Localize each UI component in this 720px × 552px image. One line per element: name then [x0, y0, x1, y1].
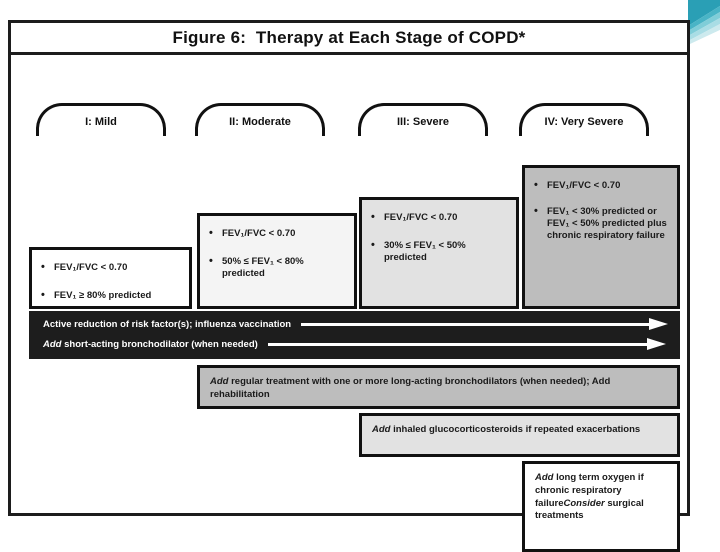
figure-frame: Figure 6: Therapy at Each Stage of COPD*… [8, 20, 690, 552]
therapy-rest: surgical treatments [535, 497, 644, 522]
criteria-item: FEV₁ ≥ 80% predicted [41, 289, 180, 303]
criteria-box-stage-3: FEV₁/FVC < 0.70 30% ≤ FEV₁ < 50% predict… [359, 197, 519, 309]
right-arrow-icon [267, 338, 670, 350]
ribbon-stripes-icon [688, 0, 720, 48]
therapy-box-stage-3: Add inhaled glucocorticosteroids if repe… [359, 413, 680, 457]
stage-tab-2-moderate: II: Moderate [195, 103, 325, 136]
therapy-box-stage-4: Add long term oxygen if chronic respirat… [522, 461, 680, 552]
therapy-box-text: Add long term oxygen if chronic respirat… [535, 472, 667, 523]
stage-tab-shape [36, 103, 166, 136]
therapy-band-row-risk-reduction: Active reduction of risk factor(s); infl… [43, 317, 670, 331]
criteria-item: FEV₁/FVC < 0.70 [371, 211, 507, 225]
right-arrow-icon [301, 318, 670, 330]
therapy-emphasis: Add [535, 472, 554, 483]
figure-body: I: Mild II: Moderate III: Severe IV: Ver… [11, 55, 687, 552]
stage-tab-shape [195, 103, 325, 136]
stage-tab-3-severe: III: Severe [358, 103, 488, 136]
criteria-item: FEV₁/FVC < 0.70 [209, 227, 345, 241]
therapy-rest: inhaled glucocorticosteroids if repeated… [390, 424, 641, 435]
corner-ribbon-decoration [688, 0, 720, 48]
criteria-box-stage-2: FEV₁/FVC < 0.70 50% ≤ FEV₁ < 80% predict… [197, 213, 357, 309]
therapy-rest: short-acting bronchodilator (when needed… [61, 338, 258, 350]
therapy-box-text: Add regular treatment with one or more l… [210, 376, 667, 402]
criteria-list: FEV₁/FVC < 0.70 FEV₁ ≥ 80% predicted [41, 261, 180, 303]
therapy-emphasis: Consider [563, 497, 605, 509]
stage-tab-label: II: Moderate [229, 116, 291, 128]
stage-tab-label: I: Mild [85, 116, 117, 128]
criteria-item: FEV₁/FVC < 0.70 [41, 261, 180, 275]
criteria-item: 30% ≤ FEV₁ < 50% predicted [371, 239, 507, 264]
therapy-emphasis: Add [372, 424, 391, 435]
therapy-box-stage-2: Add regular treatment with one or more l… [197, 365, 680, 409]
stage-tab-label: IV: Very Severe [544, 116, 624, 128]
therapy-emphasis: Add [43, 338, 62, 350]
therapy-box-text: Add inhaled glucocorticosteroids if repe… [372, 424, 667, 437]
therapy-band-row-bronchodilator: Add short-acting bronchodilator (when ne… [43, 337, 670, 351]
criteria-item: 50% ≤ FEV₁ < 80% predicted [209, 255, 345, 280]
criteria-list: FEV₁/FVC < 0.70 50% ≤ FEV₁ < 80% predict… [209, 227, 345, 280]
stage-tab-1-mild: I: Mild [36, 103, 166, 136]
therapy-emphasis: Add [210, 376, 229, 387]
criteria-list: FEV₁/FVC < 0.70 30% ≤ FEV₁ < 50% predict… [371, 211, 507, 264]
universal-therapy-band: Active reduction of risk factor(s); infl… [29, 311, 680, 359]
stage-tab-shape [358, 103, 488, 136]
criteria-box-stage-1: FEV₁/FVC < 0.70 FEV₁ ≥ 80% predicted [29, 247, 192, 309]
therapy-band-text: Add short-acting bronchodilator (when ne… [43, 339, 258, 350]
therapy-band-text: Active reduction of risk factor(s); infl… [43, 318, 292, 330]
criteria-item: FEV₁/FVC < 0.70 [534, 179, 668, 193]
stage-tab-label: III: Severe [397, 116, 449, 128]
page-title: Figure 6: Therapy at Each Stage of COPD* [172, 27, 526, 47]
criteria-list: FEV₁/FVC < 0.70 FEV₁ < 30% predicted or … [534, 179, 668, 242]
criteria-item: FEV₁ < 30% predicted or FEV₁ < 50% predi… [534, 205, 668, 242]
therapy-rest: regular treatment with one or more long-… [210, 376, 611, 400]
stage-tab-4-very-severe: IV: Very Severe [519, 103, 649, 136]
stage-tab-shape [519, 103, 649, 136]
figure-title-band: Figure 6: Therapy at Each Stage of COPD* [11, 23, 687, 55]
criteria-box-stage-4: FEV₁/FVC < 0.70 FEV₁ < 30% predicted or … [522, 165, 680, 309]
therapy-rest: long term oxygen if chronic respiratory … [535, 472, 644, 509]
